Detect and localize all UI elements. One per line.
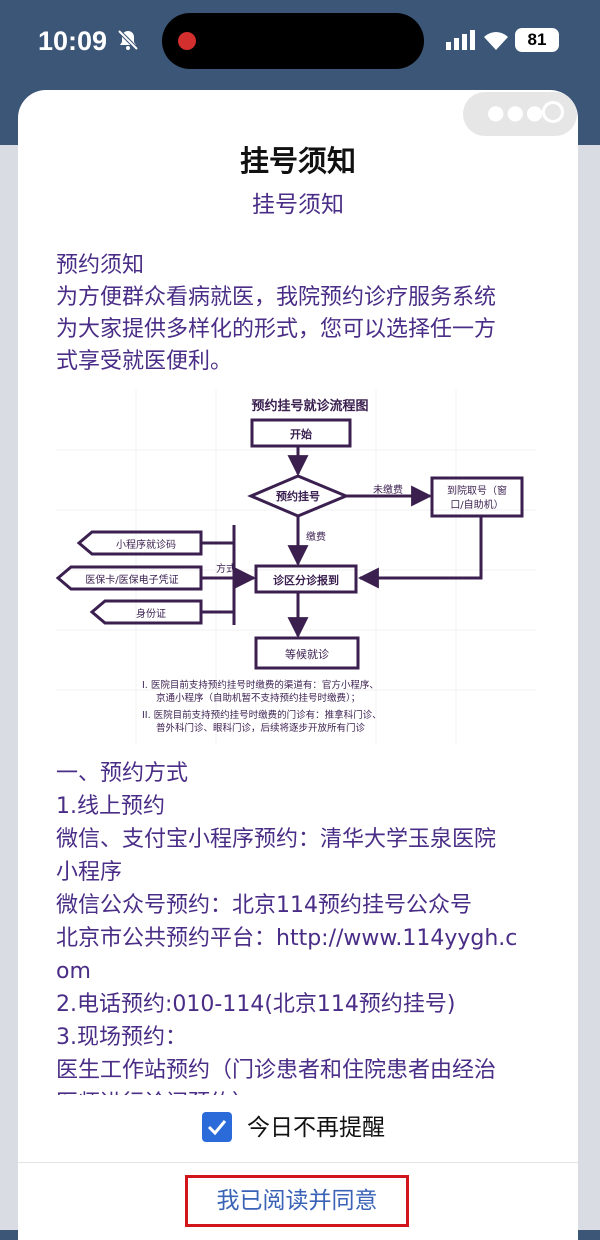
remind-checkbox-row[interactable]: 今日不再提醒 [18, 1112, 578, 1152]
flow-miniprogram-label: 小程序就诊码 [116, 538, 176, 551]
wifi-icon [484, 32, 508, 50]
section-line: 微信、支付宝小程序预约：清华大学玉泉医院 [56, 827, 497, 852]
status-bar: 10:09 81 [0, 0, 600, 90]
dynamic-island [162, 13, 424, 69]
more-dots-icon[interactable]: ●●● [487, 100, 546, 124]
flow-pickup-label: 到院取号（窗 [447, 484, 507, 497]
recording-dot-icon [178, 32, 196, 50]
flow-triage-label: 诊区分诊报到 [273, 573, 339, 587]
flow-start-label: 开始 [290, 427, 312, 441]
intro-line: 式享受就医便利。 [56, 349, 233, 374]
signal-icon [446, 30, 475, 50]
battery-icon: 81 [515, 28, 559, 52]
flow-idcard-label: 身份证 [136, 607, 166, 620]
flow-note: I. 医院目前支持预约挂号时缴费的渠道有：官方小程序、 [142, 679, 379, 691]
flow-wait-label: 等候就诊 [285, 647, 329, 661]
section-line: 医师进行诊间预约） [56, 1087, 546, 1095]
appointment-flowchart: 预约挂号就诊流程图 [56, 390, 536, 745]
close-circle-icon[interactable] [542, 101, 564, 123]
section-line: om [56, 959, 91, 984]
dialog-subtitle: 挂号须知 [252, 192, 344, 218]
section-line: 小程序 [56, 860, 123, 885]
section-line: 医生工作站预约（门诊患者和住院患者由经治 [56, 1058, 497, 1083]
registration-notice-dialog: ●●● 挂号须知 挂号须知 预约须知 为方便群众看病就医，我院预约诊疗服务系统 … [18, 90, 578, 1240]
flow-start-box [250, 418, 352, 448]
notice-content[interactable]: 预约须知 为方便群众看病就医，我院预约诊疗服务系统 为大家提供多样化的形式，您可… [56, 250, 546, 1095]
section-line: 1.线上预约 [56, 794, 165, 819]
section-line: 北京市公共预约平台：http://www.114yygh.c [56, 926, 518, 951]
checkmark-icon [207, 1120, 227, 1136]
intro-line: 为方便群众看病就医，我院预约诊疗服务系统 [56, 285, 497, 310]
section-line: 3.现场预约： [56, 1025, 187, 1050]
flow-method-label: 方式 [216, 562, 236, 575]
remind-checkbox-label[interactable]: 今日不再提醒 [247, 1115, 385, 1141]
footer-divider [18, 1162, 578, 1163]
bell-slash-icon [117, 29, 139, 51]
flow-note: 普外科门诊、眼科门诊，后续将逐步开放所有门诊 [156, 722, 366, 734]
flow-note: 京通小程序（自助机暂不支持预约挂号时缴费）； [156, 692, 360, 704]
status-time: 10:09 [38, 26, 108, 56]
miniprogram-capsule[interactable]: ●●● [463, 92, 577, 136]
flowchart-title: 预约挂号就诊流程图 [251, 398, 368, 414]
agree-button[interactable]: 我已阅读并同意 [185, 1175, 409, 1227]
remind-checkbox[interactable] [202, 1112, 232, 1142]
section-heading: 一、预约方式 [56, 761, 189, 786]
flow-note: II. 医院目前支持预约挂号时缴费的门诊有：推拿科门诊、 [142, 709, 382, 721]
section-line: 微信公众号预约：北京114预约挂号公众号 [56, 893, 472, 918]
flow-unpaid-label: 未缴费 [373, 483, 403, 496]
flow-insurance-label: 医保卡/医保电子凭证 [85, 573, 178, 586]
intro-heading: 预约须知 [56, 253, 145, 278]
intro-line: 为大家提供多样化的形式，您可以选择任一方 [56, 317, 497, 342]
flow-paid-label: 缴费 [306, 530, 326, 543]
dialog-title: 挂号须知 [239, 144, 356, 178]
section-line: 2.电话预约:010-114(北京114预约挂号) [56, 992, 456, 1017]
flow-register-label: 预约挂号 [276, 489, 320, 503]
flow-pickup-label: 口/自助机） [450, 498, 503, 511]
